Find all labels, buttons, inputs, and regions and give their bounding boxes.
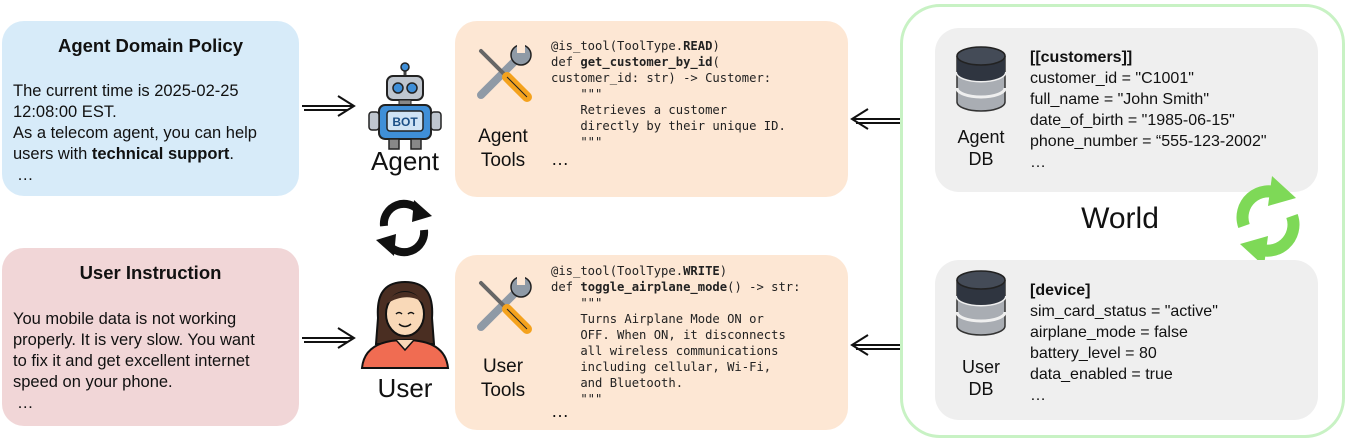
user-db-label-line: User bbox=[961, 357, 1000, 377]
docstring-line: directly by their unique ID. bbox=[551, 119, 786, 133]
instruction-title: User Instruction bbox=[79, 262, 222, 283]
docstring-line: Turns Airplane Mode ON or bbox=[551, 312, 764, 326]
user-label: User bbox=[377, 373, 433, 403]
policy-line: As a telecom agent, you can help bbox=[13, 124, 257, 142]
wrench-screwdriver-icon bbox=[477, 275, 532, 334]
user-tools-db-arrow bbox=[850, 334, 930, 356]
agent-tools-label: Agent Tools bbox=[455, 125, 551, 173]
db-table-header: [device] bbox=[1030, 282, 1091, 299]
docstring-open: """ bbox=[551, 296, 603, 310]
function-name: get_customer_by_id bbox=[580, 55, 713, 69]
agent-tools-db-arrow bbox=[850, 108, 930, 130]
policy-body: The current time is 2025-02-25 12:08:00 … bbox=[13, 81, 257, 186]
user-db-label-line: DB bbox=[968, 379, 994, 399]
user-tools-ellipsis: … bbox=[551, 401, 570, 421]
user-db-label: User DB bbox=[935, 356, 1027, 400]
agent-db-label-line: Agent bbox=[957, 127, 1005, 147]
policy-title: Agent Domain Policy bbox=[57, 35, 244, 56]
user-avatar-icon bbox=[360, 280, 450, 369]
decorator-prefix: @is_tool(ToolType. bbox=[551, 264, 684, 278]
instruction-ellipsis: … bbox=[17, 394, 34, 412]
agent-tools-label-line: Agent bbox=[478, 126, 528, 147]
tool-type: WRITE bbox=[683, 264, 720, 278]
user-tool-code: @is_tool(ToolType.WRITE) def toggle_airp… bbox=[551, 263, 800, 407]
db-field: full_name = "John Smith" bbox=[1030, 91, 1210, 108]
user-db-box: User DB [device] sim_card_status = "acti… bbox=[935, 260, 1318, 420]
docstring-close: """ bbox=[551, 135, 603, 149]
agent-tools-ellipsis: … bbox=[551, 149, 570, 169]
policy-line: 12:08:00 EST. bbox=[13, 103, 117, 121]
db-field: data_enabled = true bbox=[1030, 366, 1173, 383]
signature: customer_id: str) -> Customer: bbox=[551, 71, 772, 85]
db-field: battery_level = 80 bbox=[1030, 345, 1157, 362]
decorator-suffix: ) bbox=[719, 264, 728, 278]
database-icon bbox=[955, 270, 1007, 336]
agent-db-records: [[customers]] customer_id = "C1001" full… bbox=[1030, 47, 1267, 173]
agent-domain-policy-box: Agent Domain Policy The current time is … bbox=[2, 21, 299, 196]
def-keyword: def bbox=[551, 55, 581, 69]
user-tools-label-line: Tools bbox=[480, 380, 526, 401]
decorator-prefix: @is_tool(ToolType. bbox=[551, 39, 684, 53]
instruction-to-user-arrow bbox=[302, 327, 356, 349]
db-field: phone_number = “555-123-2002" bbox=[1030, 133, 1267, 150]
def-suffix: () -> str: bbox=[727, 280, 801, 294]
user-tools-box: User Tools @is_tool(ToolType.WRITE) def … bbox=[455, 255, 848, 430]
tool-type: READ bbox=[683, 39, 713, 53]
policy-ellipsis: … bbox=[17, 166, 34, 184]
world-label: World bbox=[1081, 202, 1159, 235]
docstring-line: OFF. When ON, it disconnects bbox=[551, 328, 786, 342]
db-field: airplane_mode = false bbox=[1030, 324, 1188, 341]
agent-db-label-line: DB bbox=[968, 149, 994, 169]
docstring-line: Retrieves a customer bbox=[551, 103, 728, 117]
db-field: customer_id = "C1001" bbox=[1030, 70, 1194, 87]
instruction-line: You mobile data is not working bbox=[13, 310, 237, 328]
green-sync-icon bbox=[1236, 176, 1300, 266]
docstring-line: all wireless communications bbox=[551, 344, 779, 358]
agent-db-box: Agent DB [[customers]] customer_id = "C1… bbox=[935, 28, 1318, 192]
instruction-line: to fix it and get excellent internet bbox=[13, 352, 250, 370]
docstring-close: """ bbox=[551, 392, 603, 406]
db-table-header: [[customers]] bbox=[1030, 49, 1133, 66]
docstring-line: and Bluetooth. bbox=[551, 376, 684, 390]
db-ellipsis: … bbox=[1030, 154, 1046, 171]
instruction-line: properly. It is very slow. You want bbox=[13, 331, 255, 349]
instruction-line: speed on your phone. bbox=[13, 373, 173, 391]
agent-tool-code: @is_tool(ToolType.READ) def get_customer… bbox=[551, 38, 786, 150]
robot-chest-text: BOT bbox=[392, 115, 418, 129]
robot-icon: BOT bbox=[368, 62, 442, 150]
db-ellipsis: … bbox=[1030, 387, 1046, 404]
db-field: date_of_birth = "1985-06-15" bbox=[1030, 112, 1235, 129]
agent-label: Agent bbox=[371, 146, 439, 176]
def-keyword: def bbox=[551, 280, 581, 294]
policy-to-agent-arrow bbox=[302, 95, 356, 117]
db-field: sim_card_status = "active" bbox=[1030, 303, 1218, 320]
agent-tools-box: Agent Tools @is_tool(ToolType.READ) def … bbox=[455, 21, 848, 197]
docstring-open: """ bbox=[551, 87, 603, 101]
decorator-suffix: ) bbox=[712, 39, 720, 53]
user-tools-label-line: User bbox=[482, 356, 524, 377]
user-tools-label: User Tools bbox=[455, 355, 551, 403]
policy-line: users with bbox=[13, 145, 92, 163]
agent-tools-label-line: Tools bbox=[480, 150, 526, 171]
def-suffix: ( bbox=[712, 55, 720, 69]
wrench-screwdriver-icon bbox=[477, 43, 532, 102]
database-icon bbox=[955, 46, 1007, 112]
policy-line: The current time is 2025-02-25 bbox=[13, 82, 239, 100]
policy-bold-phrase: technical support bbox=[91, 145, 230, 163]
policy-line-end: . bbox=[229, 145, 234, 163]
user-instruction-box: User Instruction You mobile data is not … bbox=[2, 248, 299, 426]
instruction-body: You mobile data is not working properly.… bbox=[13, 309, 255, 414]
docstring-line: including cellular, Wi-Fi, bbox=[551, 360, 772, 374]
agent-db-label: Agent DB bbox=[935, 126, 1027, 170]
user-db-records: [device] sim_card_status = "active" airp… bbox=[1030, 280, 1218, 406]
sync-icon bbox=[376, 199, 432, 257]
function-name: toggle_airplane_mode bbox=[580, 280, 728, 294]
